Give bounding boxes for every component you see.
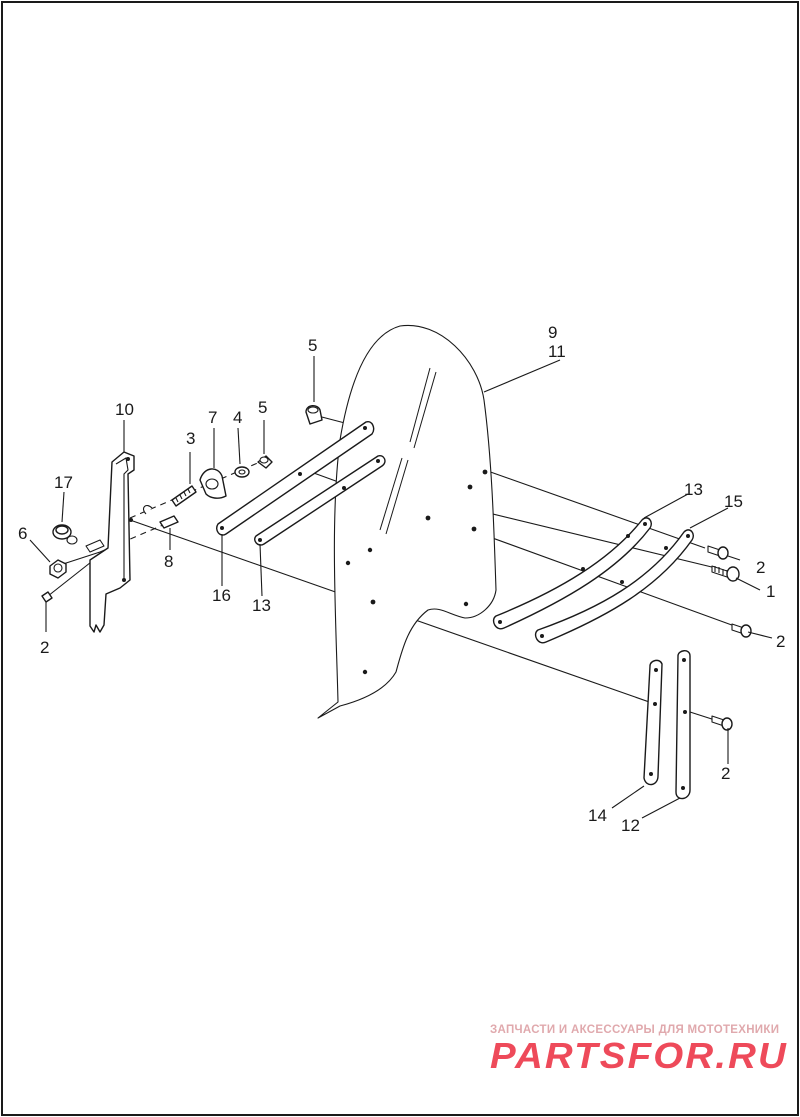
callout-numbers: 9 11 5 10 7 4 5 3 17 6 8 16 13 2 13 15 2…: [18, 323, 785, 835]
callout-9: 9: [548, 323, 557, 342]
watermark: ЗАПЧАСТИ И АКСЕССУАРЫ ДЛЯ МОТОТЕХНИКИ PA…: [490, 1024, 788, 1076]
callout-2-lower: 2: [721, 764, 730, 783]
watermark-tagline: ЗАПЧАСТИ И АКСЕССУАРЫ ДЛЯ МОТОТЕХНИКИ: [490, 1024, 779, 1036]
callout-13-left: 13: [252, 596, 271, 615]
lower-strips: [643, 650, 691, 800]
callout-5-left: 5: [258, 398, 267, 417]
leader-lines: [29, 356, 773, 819]
callout-13-right: 13: [684, 480, 703, 499]
callout-2-right-top: 2: [756, 558, 765, 577]
callout-10: 10: [115, 400, 134, 419]
callout-14: 14: [588, 806, 607, 825]
callout-7: 7: [208, 408, 217, 427]
right-strips: [492, 517, 694, 644]
callout-6: 6: [18, 524, 27, 543]
windshield: [317, 324, 497, 719]
callout-16: 16: [212, 586, 231, 605]
acorn-nut-top: [305, 405, 323, 425]
callout-2-right-mid: 2: [776, 632, 785, 651]
clamp-hardware: [143, 455, 273, 529]
watermark-logo: PARTSFOR.RU: [490, 1035, 788, 1076]
callout-5-top: 5: [308, 336, 317, 355]
callout-8: 8: [164, 552, 173, 571]
callout-2-left: 2: [40, 638, 49, 657]
callout-15: 15: [724, 492, 743, 511]
callout-17: 17: [54, 473, 73, 492]
callout-3: 3: [186, 429, 195, 448]
mounting-bracket: [89, 451, 135, 633]
callout-11: 11: [548, 342, 566, 361]
callout-4: 4: [233, 408, 242, 427]
left-hardware: [41, 524, 105, 603]
callout-12: 12: [621, 816, 640, 835]
left-strips: [216, 421, 386, 546]
right-screws: [707, 545, 752, 731]
callout-1: 1: [766, 582, 775, 601]
